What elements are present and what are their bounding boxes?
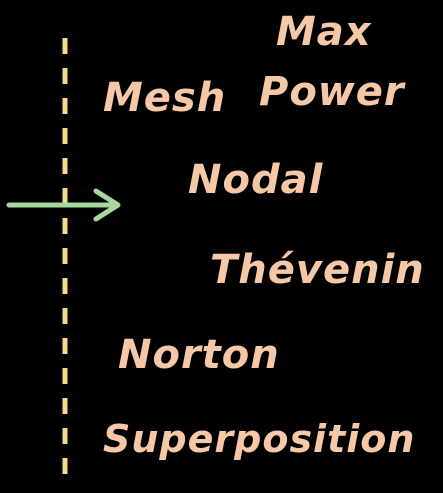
label-norton: Norton <box>118 332 280 378</box>
label-nodal: Nodal <box>188 157 324 203</box>
label-max: Max <box>276 9 372 55</box>
label-mesh: Mesh <box>103 75 227 121</box>
label-thevenin: Thévenin <box>210 247 425 293</box>
label-power: Power <box>259 69 405 115</box>
label-superposition: Superposition <box>103 417 416 461</box>
arrow-head <box>93 188 121 222</box>
pointer-arrow <box>6 188 121 222</box>
